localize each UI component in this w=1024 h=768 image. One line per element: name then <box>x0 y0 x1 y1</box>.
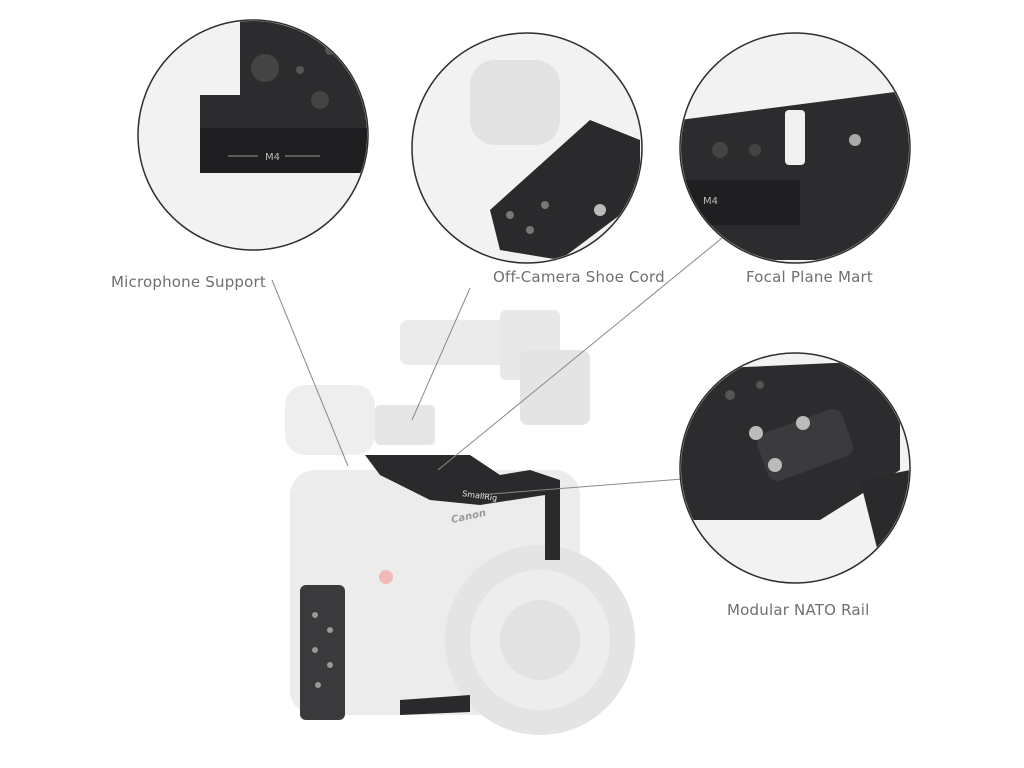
detail-microphone-support: M4 <box>137 19 369 251</box>
m4-marking: M4 <box>265 152 280 163</box>
callout-label-off-camera-shoe-cord: Off-Camera Shoe Cord <box>493 268 665 286</box>
detail-shoe-cord <box>411 32 643 264</box>
m4-marking-focal: M4 <box>703 196 718 207</box>
detail-focal-plane-mark: M4 <box>679 32 911 264</box>
callout-label-focal-plane-mart: Focal Plane Mart <box>746 268 873 286</box>
leader-lines <box>271 237 723 496</box>
callout-label-modular-nato-rail: Modular NATO Rail <box>727 601 870 619</box>
detail-nato-rail <box>679 352 911 584</box>
callout-label-microphone-support: Microphone Support <box>111 273 266 291</box>
camera-cage-illustration: SmallRig Canon <box>285 310 635 735</box>
